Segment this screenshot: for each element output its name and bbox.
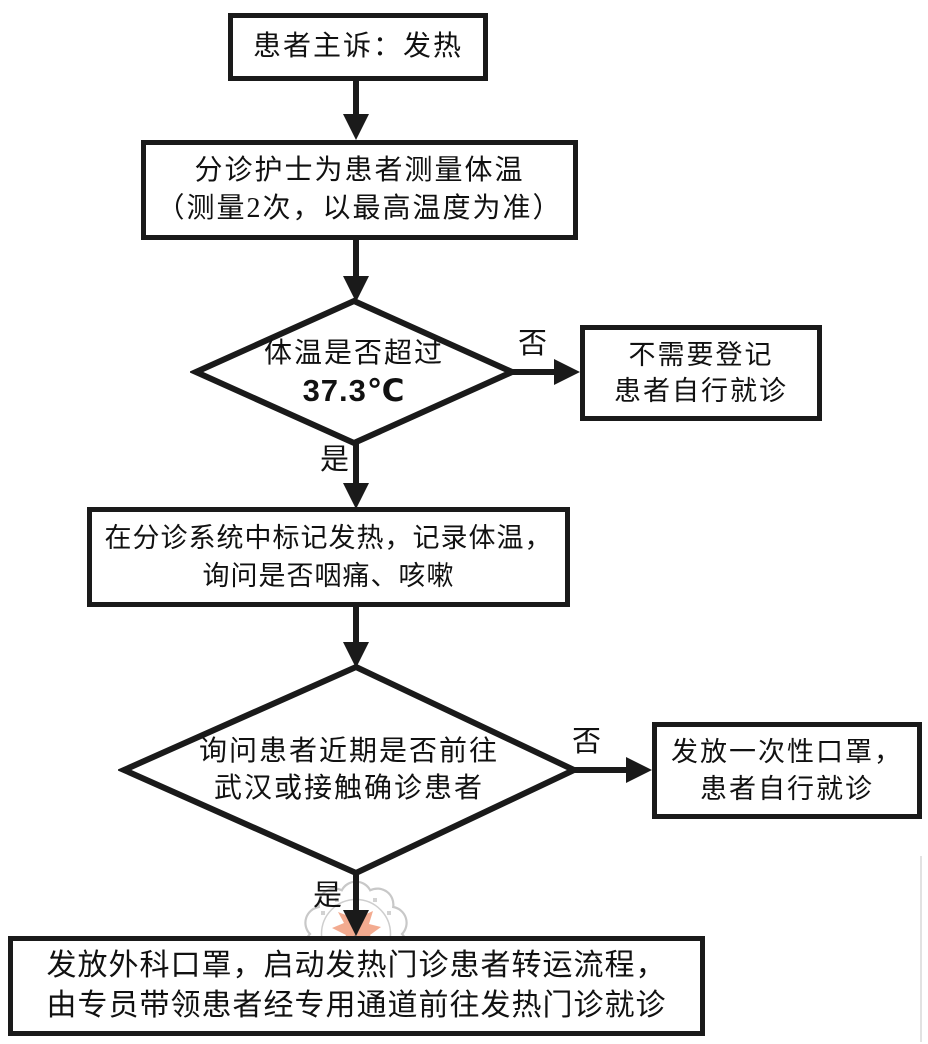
- arrow-decision2-yes: [353, 870, 359, 912]
- decision1-line1: 体温是否超过: [263, 337, 444, 369]
- arrow-decision1-no: [508, 369, 558, 375]
- measure-line1: 分诊护士为患者测量体温: [194, 155, 525, 186]
- arrow-measure-to-decision1: [353, 238, 359, 280]
- arrowhead-decision2-no: [626, 757, 652, 783]
- arrowhead-start-to-measure: [343, 114, 369, 140]
- mark-fever-line2: 询问是否咽痛、咳嗽: [202, 561, 455, 591]
- transfer-line2: 由专员带领患者经专用通道前往发热门诊就诊: [46, 989, 667, 1022]
- decision1-text: 体温是否超过 37.3℃: [190, 295, 518, 449]
- arrowhead-mark-to-decision2: [343, 642, 369, 668]
- node-disposable-mask: 发放一次性口罩， 患者自行就诊: [652, 722, 922, 819]
- arrowhead-measure-to-decision1: [343, 276, 369, 302]
- transfer-line1: 发放外科口罩，启动发热门诊患者转运流程，: [46, 949, 667, 982]
- no-register-line1: 不需要登记: [628, 340, 774, 370]
- arrowhead-decision2-yes: [343, 910, 369, 936]
- measure-line2: （测量2次，以最高温度为准）: [156, 193, 563, 224]
- node-start: 患者主诉：发热: [228, 13, 488, 81]
- arrow-mark-to-decision2: [353, 603, 359, 645]
- decision2-line1: 询问患者近期是否前往: [198, 736, 499, 767]
- label-wuhan-no: 否: [572, 726, 602, 758]
- node-no-register: 不需要登记 患者自行就诊: [580, 325, 822, 421]
- decision1-line2: 37.3℃: [302, 372, 406, 408]
- label-temp-yes: 是: [320, 444, 350, 476]
- arrow-start-to-measure: [353, 78, 359, 118]
- arrow-decision2-no: [570, 767, 628, 773]
- decision-wuhan-contact: 询问患者近期是否前往 武汉或接触确诊患者: [118, 661, 580, 879]
- decision-temp-over-37-3: 体温是否超过 37.3℃: [190, 295, 518, 449]
- node-mark-fever: 在分诊系统中标记发热，记录体温， 询问是否咽痛、咳嗽: [87, 507, 570, 607]
- decision2-line2: 武汉或接触确诊患者: [213, 773, 484, 804]
- node-start-label: 患者主诉：发热: [252, 31, 463, 62]
- arrowhead-decision1-yes: [343, 483, 369, 509]
- node-transfer: 发放外科口罩，启动发热门诊患者转运流程， 由专员带领患者经专用通道前往发热门诊就…: [8, 936, 705, 1036]
- mark-fever-line1: 在分诊系统中标记发热，记录体温，: [104, 523, 553, 553]
- label-temp-no: 否: [518, 328, 548, 360]
- node-measure-temp: 分诊护士为患者测量体温 （测量2次，以最高温度为准）: [141, 140, 578, 240]
- decision2-text: 询问患者近期是否前往 武汉或接触确诊患者: [118, 661, 580, 879]
- scan-artifact-line: [920, 856, 922, 1042]
- disposable-mask-line1: 发放一次性口罩，: [671, 736, 903, 767]
- label-wuhan-yes: 是: [313, 880, 343, 912]
- disposable-mask-line2: 患者自行就诊: [700, 773, 874, 804]
- no-register-line2: 患者自行就诊: [614, 376, 788, 406]
- arrow-decision1-yes: [353, 440, 359, 486]
- arrowhead-decision1-no: [554, 359, 580, 385]
